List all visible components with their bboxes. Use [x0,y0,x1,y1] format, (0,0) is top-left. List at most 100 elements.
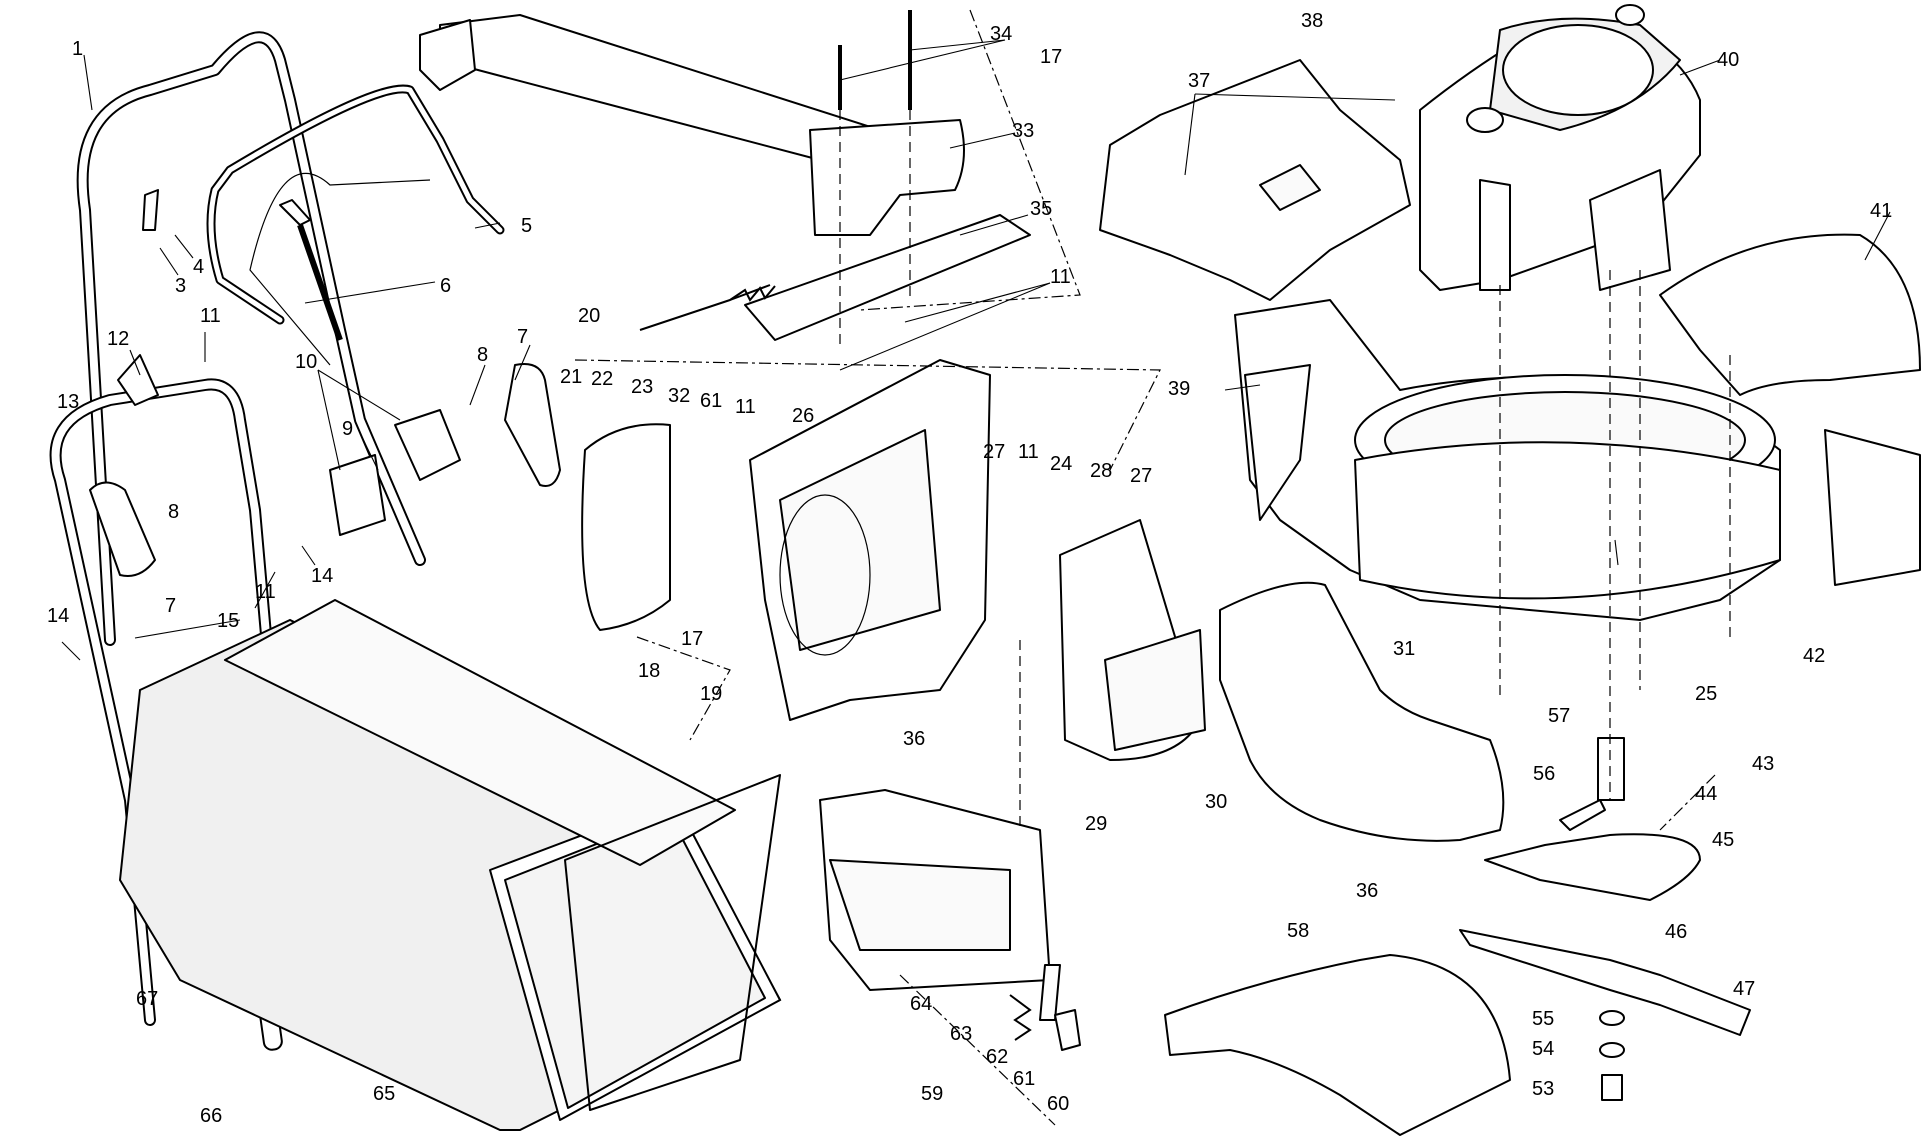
label-44: 44 [1695,783,1717,805]
label-35: 35 [1030,198,1052,220]
label-13: 13 [57,391,79,413]
label-62: 62 [986,1046,1008,1068]
label-25: 25 [1695,683,1717,705]
label-1: 1 [72,38,83,60]
label-61a: 61 [700,390,722,412]
latch-parts-59 [1009,964,1081,1051]
label-67: 67 [136,988,158,1010]
label-23: 23 [631,376,653,398]
label-8b: 8 [168,501,179,523]
brake-lever [206,84,505,325]
label-12: 12 [107,328,129,350]
label-39: 39 [1168,378,1190,400]
label-38: 38 [1301,10,1323,32]
label-66: 66 [200,1105,222,1127]
label-26: 26 [792,405,814,427]
label-27b: 27 [1130,465,1152,487]
label-58: 58 [1287,920,1309,942]
engine-40 [1419,4,1701,291]
blade-adapter-45 [1484,799,1701,901]
label-64: 64 [910,993,932,1015]
bolts-34 [838,10,912,110]
assembly-axes [839,110,1731,830]
label-24: 24 [1050,453,1072,475]
label-11c: 11 [1018,441,1039,463]
label-61b: 61 [1013,1068,1035,1090]
spring-32 [639,284,776,331]
label-65: 65 [373,1083,395,1105]
blade-hardware [1597,737,1625,1101]
chute-cover-23 [581,423,671,631]
label-40: 40 [1717,49,1739,71]
label-27a: 27 [983,441,1005,463]
label-29: 29 [1085,813,1107,835]
chute-frame [749,359,991,721]
label-57: 57 [1548,705,1570,727]
label-17a: 17 [1040,46,1062,68]
label-9: 9 [342,418,353,440]
label-14b: 14 [47,605,69,627]
label-36b: 36 [1356,880,1378,902]
label-15: 15 [217,610,239,632]
label-45: 45 [1712,829,1734,851]
handle-brackets [89,189,561,577]
label-30: 30 [1205,791,1227,813]
upper-handle-bar [76,31,426,646]
part-number-labels: 1 3 4 5 6 7 7 8 8 9 10 11 11 11 11 11 12… [47,10,1892,1127]
label-10: 10 [295,351,317,373]
mulch-plug-64 [819,789,1051,991]
label-54: 54 [1532,1038,1554,1060]
label-28: 28 [1090,460,1112,482]
label-46: 46 [1665,921,1687,943]
label-60: 60 [1047,1093,1069,1115]
chute-tube-28 [1059,519,1206,761]
label-7b: 7 [165,595,176,617]
label-11e: 11 [255,581,276,603]
label-20: 20 [578,305,600,327]
discharge-chute-30 [1219,581,1505,842]
label-14a: 14 [311,565,333,587]
label-34: 34 [990,23,1012,45]
label-21: 21 [560,366,582,388]
rear-flap-41 [1659,233,1921,396]
label-41: 41 [1870,200,1892,222]
label-22: 22 [591,368,613,390]
label-53: 53 [1532,1078,1554,1100]
label-63: 63 [950,1023,972,1045]
label-3: 3 [175,275,186,297]
label-18: 18 [638,660,660,682]
engine-cover-38 [1099,59,1411,301]
grass-bag [118,599,782,1131]
label-8a: 8 [477,344,488,366]
label-33: 33 [1012,120,1034,142]
top-handle-bar [419,14,1031,341]
leader-lines [61,39,1891,661]
label-59: 59 [921,1083,943,1105]
label-5: 5 [521,215,532,237]
deck [1234,299,1921,621]
bracket-39 [1244,364,1311,521]
label-56: 56 [1533,763,1555,785]
label-6: 6 [440,275,451,297]
frame-boxes [574,9,1716,1126]
label-37: 37 [1188,70,1210,92]
label-11b: 11 [735,396,756,418]
label-47: 47 [1733,978,1755,1000]
label-43: 43 [1752,753,1774,775]
label-31: 31 [1393,638,1415,660]
label-4: 4 [193,256,204,278]
label-55: 55 [1532,1008,1554,1030]
label-11a: 11 [200,305,221,327]
blade-47 [1459,929,1751,1036]
label-42: 42 [1803,645,1825,667]
label-36a: 36 [903,728,925,750]
label-11d: 11 [1050,266,1071,288]
brake-cable [249,172,431,366]
label-17b: 17 [681,628,703,650]
label-19: 19 [700,683,722,705]
deflector-58 [1164,954,1511,1136]
label-7a: 7 [517,326,528,348]
label-32: 32 [668,385,690,407]
